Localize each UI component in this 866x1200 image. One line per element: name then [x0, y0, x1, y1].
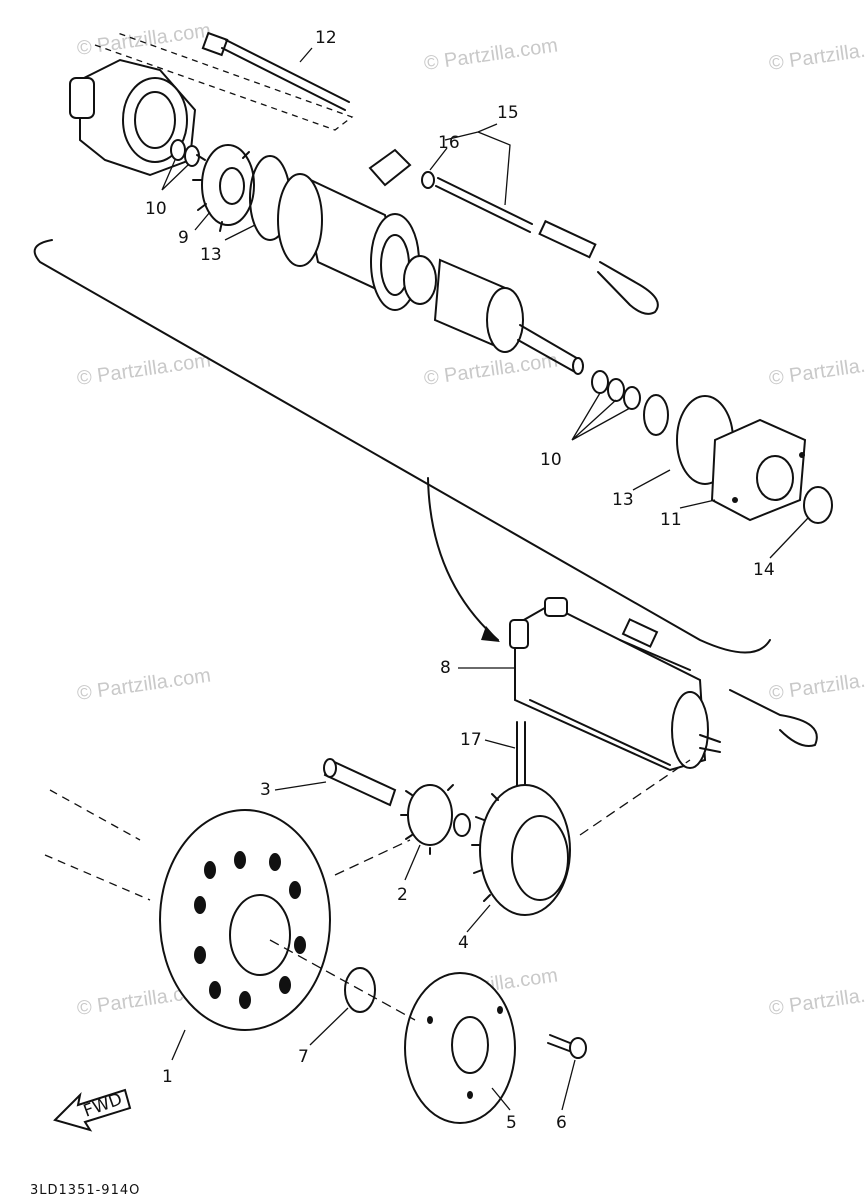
callout-2: 2: [397, 885, 408, 905]
front-cover: [69, 58, 197, 177]
callout-7: 7: [298, 1047, 309, 1067]
part-6-bolt: [547, 1034, 587, 1059]
assembly-arrow-head: [481, 626, 500, 642]
callout-10: 10: [540, 450, 562, 470]
diagram-code: 3LD1351-914O: [30, 1183, 140, 1198]
callout-9: 9: [178, 228, 189, 248]
part-10-washer: [623, 386, 641, 410]
part-11-rear-cover: [710, 418, 807, 522]
assembly-arrow: [427, 477, 499, 641]
crankshaft-outline: [44, 789, 151, 901]
callout-13: 13: [612, 490, 634, 510]
part-3-shaft: [323, 758, 397, 807]
leader-lines: [161, 47, 809, 1111]
callout-4: 4: [458, 933, 469, 953]
part-10-washer: [170, 139, 186, 161]
part-10-washer: [643, 394, 669, 436]
callout-14: 14: [753, 560, 775, 580]
motor-yoke: [277, 173, 420, 311]
callout-labels: 12 15 16 10 9 13 10 13 11 14 8 17 3 2 4 …: [145, 28, 775, 1133]
callout-12: 12: [315, 28, 337, 48]
part-2-idle-gear: [400, 784, 471, 855]
center-line: [269, 939, 416, 1021]
callout-11: 11: [660, 510, 682, 530]
watermark-text: © Partzilla.com: [423, 349, 560, 390]
watermark-text: © Partzilla.com: [76, 664, 213, 705]
part-5-clutch: [404, 972, 516, 1124]
part-15-lead-wire: [435, 177, 659, 315]
callout-3: 3: [260, 780, 271, 800]
part-8-starter-motor: [509, 597, 818, 772]
part-7-circlip: [344, 967, 376, 1013]
callout-16: 16: [438, 133, 460, 153]
part-10-washer: [591, 370, 609, 394]
callout-17: 17: [460, 730, 482, 750]
part-1-ring-gear: [159, 809, 331, 1031]
watermark-text: © Partzilla.com: [423, 34, 560, 75]
callout-8: 8: [440, 658, 451, 678]
watermark-text: © Partzilla.com: [76, 349, 213, 390]
part-16-terminal: [368, 148, 435, 189]
callout-15: 15: [497, 103, 519, 123]
watermark-text: © Partzilla.com: [768, 349, 866, 390]
fwd-arrow: FWD: [53, 1088, 132, 1132]
watermark-text: © Partzilla.com: [768, 34, 866, 75]
watermark-text: © Partzilla.com: [768, 664, 866, 705]
watermark-text: © Partzilla.com: [76, 19, 213, 60]
part-14-o-ring: [803, 486, 833, 524]
center-line: [334, 759, 691, 876]
armature: [403, 255, 584, 375]
callout-13: 13: [200, 245, 222, 265]
callout-10: 10: [145, 199, 167, 219]
callout-1: 1: [162, 1067, 173, 1087]
callout-6: 6: [556, 1113, 567, 1133]
part-9-brush-plate: [192, 144, 255, 232]
exploded-view-boundary: [33, 239, 771, 654]
part-10-washer: [607, 378, 625, 402]
callout-5: 5: [506, 1113, 517, 1133]
part-4-starter-gear: [471, 784, 571, 916]
part-12-long-bolt: [94, 31, 354, 131]
watermark-text: © Partzilla.com: [768, 979, 866, 1020]
